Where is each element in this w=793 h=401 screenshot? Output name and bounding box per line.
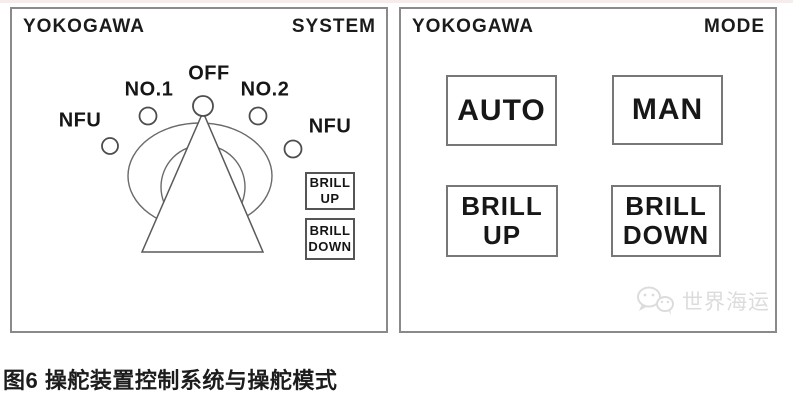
position-label-off: OFF — [188, 62, 230, 85]
brill-up-line1: BRILL — [309, 174, 351, 190]
mode-panel-header: YOKOGAWA MODE — [401, 9, 775, 38]
page-top-tint-strip — [0, 0, 793, 3]
position-dot-nfu-left[interactable] — [101, 137, 119, 155]
mode-control-panel: YOKOGAWA MODE AUTO MAN BRILL UP BRILL DO… — [399, 7, 777, 333]
watermark: 世界海运 — [635, 285, 770, 316]
mode-brill-down-button[interactable]: BRILL DOWN — [611, 185, 721, 257]
man-button-label: MAN — [631, 93, 704, 126]
position-dot-no1[interactable] — [138, 106, 158, 126]
figure-caption: 图6 操舵装置控制系统与操舵模式 — [3, 368, 338, 393]
brill-up-line2: UP — [320, 191, 340, 206]
brill-down-line1: BRILL — [309, 222, 351, 238]
panel-title: MODE — [704, 16, 765, 37]
brand-label: YOKOGAWA — [23, 16, 146, 37]
brill-up-line1: BRILL — [461, 191, 543, 222]
position-label-nfu-right: NFU — [308, 115, 352, 138]
panel-title: SYSTEM — [291, 16, 376, 37]
position-label-no1: NO.1 — [124, 78, 174, 101]
position-label-no2: NO.2 — [240, 78, 290, 101]
brill-up-line2: UP — [482, 220, 522, 250]
system-panel-header: YOKOGAWA SYSTEM — [12, 9, 386, 38]
position-dot-nfu-right[interactable] — [283, 139, 303, 159]
selector-pointer-triangle[interactable] — [140, 110, 265, 253]
system-control-panel: YOKOGAWA SYSTEM NFU NO.1 OFF NO.2 NFU BR… — [10, 7, 388, 333]
man-mode-button[interactable]: MAN — [612, 75, 723, 145]
wechat-bubbles-icon — [637, 286, 674, 315]
rotary-selector-dial[interactable] — [12, 9, 386, 331]
watermark-text: 世界海运 — [682, 290, 770, 314]
brand-label: YOKOGAWA — [412, 16, 535, 37]
brill-down-line1: BRILL — [625, 191, 707, 222]
auto-mode-button[interactable]: AUTO — [446, 75, 557, 146]
position-dot-no2[interactable] — [248, 106, 268, 126]
system-brill-up-button[interactable]: BRILL UP — [305, 172, 355, 210]
brill-down-line2: DOWN — [622, 220, 710, 250]
auto-button-label: AUTO — [457, 93, 546, 127]
system-brill-down-button[interactable]: BRILL DOWN — [305, 218, 355, 260]
brill-down-line2: DOWN — [308, 239, 352, 254]
position-label-nfu-left: NFU — [58, 109, 102, 132]
position-dot-off[interactable] — [192, 95, 214, 117]
mode-brill-up-button[interactable]: BRILL UP — [446, 185, 558, 257]
